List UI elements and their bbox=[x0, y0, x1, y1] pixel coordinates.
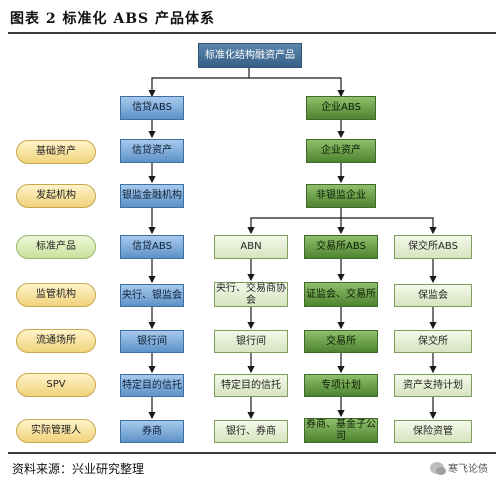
corporate-underlying-asset: 企业资产 bbox=[306, 139, 376, 163]
abn-trading-venue: 银行间 bbox=[214, 330, 288, 353]
abn-actual-manager: 银行、券商 bbox=[214, 420, 288, 443]
exchange-abs-standard-product: 交易所ABS bbox=[304, 235, 378, 259]
credit-underlying-asset: 信贷资产 bbox=[120, 139, 184, 163]
exchange-abs-regulator: 证监会、交易所 bbox=[304, 282, 378, 307]
wechat-icon bbox=[430, 461, 446, 475]
credit-trading-venue: 银行间 bbox=[120, 330, 184, 353]
row-label-underlying-assets: 基础资产 bbox=[16, 140, 96, 164]
row-label-actual-manager: 实际管理人 bbox=[16, 419, 96, 443]
insurance-abs-standard-product: 保交所ABS bbox=[394, 235, 472, 259]
wechat-account-name: 寒飞论债 bbox=[448, 464, 488, 475]
footer-divider bbox=[8, 452, 496, 454]
insurance-abs-spv: 资产支持计划 bbox=[394, 374, 472, 397]
wechat-watermark: 寒飞论债 bbox=[430, 460, 488, 475]
credit-abs-header: 信贷ABS bbox=[120, 96, 184, 120]
source-note: 资料来源：兴业研究整理 bbox=[12, 462, 145, 476]
title-divider bbox=[8, 32, 496, 34]
credit-spv: 特定目的信托 bbox=[120, 374, 184, 397]
row-label-originator: 发起机构 bbox=[16, 184, 96, 208]
credit-standard-product: 信贷ABS bbox=[120, 235, 184, 259]
credit-actual-manager: 券商 bbox=[120, 420, 184, 443]
row-label-standard-product: 标准产品 bbox=[16, 235, 96, 259]
exchange-abs-trading-venue: 交易所 bbox=[304, 330, 378, 353]
abn-standard-product: ABN bbox=[214, 235, 288, 259]
row-label-trading-venue: 流通场所 bbox=[16, 329, 96, 353]
row-label-spv: SPV bbox=[16, 373, 96, 397]
figure-title: 图表 2 标准化 ABS 产品体系 bbox=[10, 11, 216, 27]
exchange-abs-actual-manager: 券商、基金子公司 bbox=[304, 418, 378, 443]
row-label-regulator: 监管机构 bbox=[16, 283, 96, 307]
insurance-abs-regulator: 保监会 bbox=[394, 284, 472, 307]
figure-header: 图表 2 标准化 ABS 产品体系 bbox=[0, 0, 502, 38]
corporate-abs-header: 企业ABS bbox=[306, 96, 376, 120]
credit-originator: 银监金融机构 bbox=[120, 184, 184, 208]
abn-regulator: 央行、交易商协会 bbox=[214, 282, 288, 307]
credit-regulator: 央行、银监会 bbox=[120, 284, 184, 307]
abn-spv: 特定目的信托 bbox=[214, 374, 288, 397]
exchange-abs-spv: 专项计划 bbox=[304, 374, 378, 397]
insurance-abs-trading-venue: 保交所 bbox=[394, 330, 472, 353]
insurance-abs-actual-manager: 保险资管 bbox=[394, 420, 472, 443]
root-node: 标准化结构融资产品 bbox=[198, 43, 302, 68]
corporate-originator: 非银监企业 bbox=[306, 184, 376, 208]
